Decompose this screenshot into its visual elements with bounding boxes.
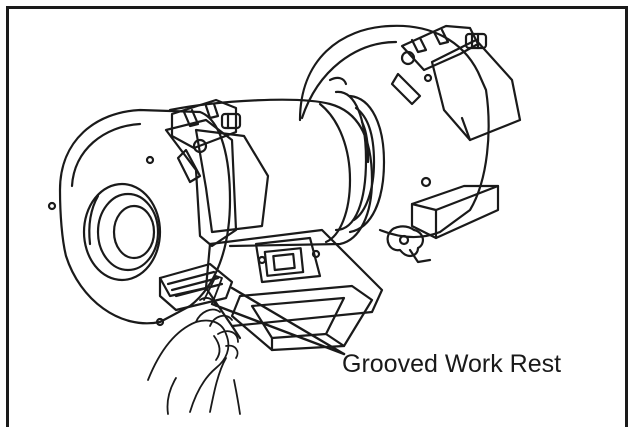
grinder-base: [158, 228, 384, 352]
callout-leader-lines: [210, 286, 346, 356]
figure-frame: [6, 6, 628, 427]
grooved-work-rest: [158, 262, 234, 312]
hands-illustration: [147, 275, 241, 415]
left-wheel-guard: [47, 108, 270, 327]
right-spark-deflector: [390, 24, 488, 106]
callout-label-grooved-work-rest: Grooved Work Rest: [342, 350, 561, 378]
motor-housing: [168, 90, 386, 248]
right-wheel-guard: [298, 24, 522, 264]
left-spark-deflector: [170, 98, 242, 184]
